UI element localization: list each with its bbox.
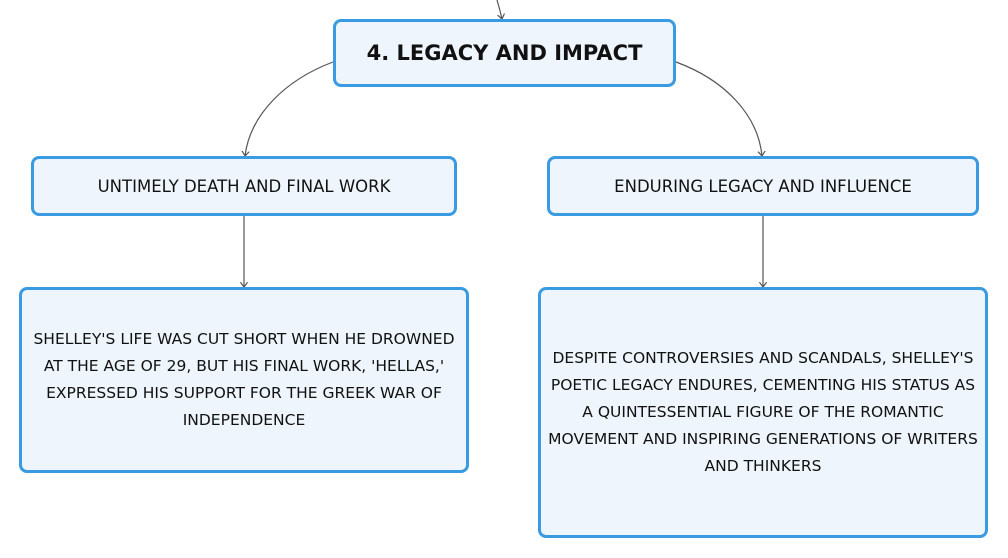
topic-node-label: UNTIMELY DEATH AND FINAL WORK bbox=[97, 176, 391, 196]
detail-node-text: DESPITE CONTROVERSIES AND SCANDALS, SHEL… bbox=[548, 349, 978, 475]
detail-node-untimely-death[interactable]: SHELLEY'S LIFE WAS CUT SHORT WHEN HE DRO… bbox=[19, 287, 469, 473]
detail-node-text: SHELLEY'S LIFE WAS CUT SHORT WHEN HE DRO… bbox=[33, 330, 455, 429]
connector-root-to-right-topic bbox=[675, 61, 762, 156]
topic-node-untimely-death[interactable]: UNTIMELY DEATH AND FINAL WORK bbox=[31, 156, 457, 216]
incoming-connector bbox=[496, 0, 502, 19]
root-node-label: 4. LEGACY AND IMPACT bbox=[366, 41, 643, 65]
topic-node-enduring-legacy[interactable]: ENDURING LEGACY AND INFLUENCE bbox=[547, 156, 979, 216]
detail-node-enduring-legacy[interactable]: DESPITE CONTROVERSIES AND SCANDALS, SHEL… bbox=[538, 287, 988, 538]
connector-root-to-left-topic bbox=[245, 61, 334, 156]
topic-node-label: ENDURING LEGACY AND INFLUENCE bbox=[614, 176, 912, 196]
root-node[interactable]: 4. LEGACY AND IMPACT bbox=[333, 19, 676, 87]
